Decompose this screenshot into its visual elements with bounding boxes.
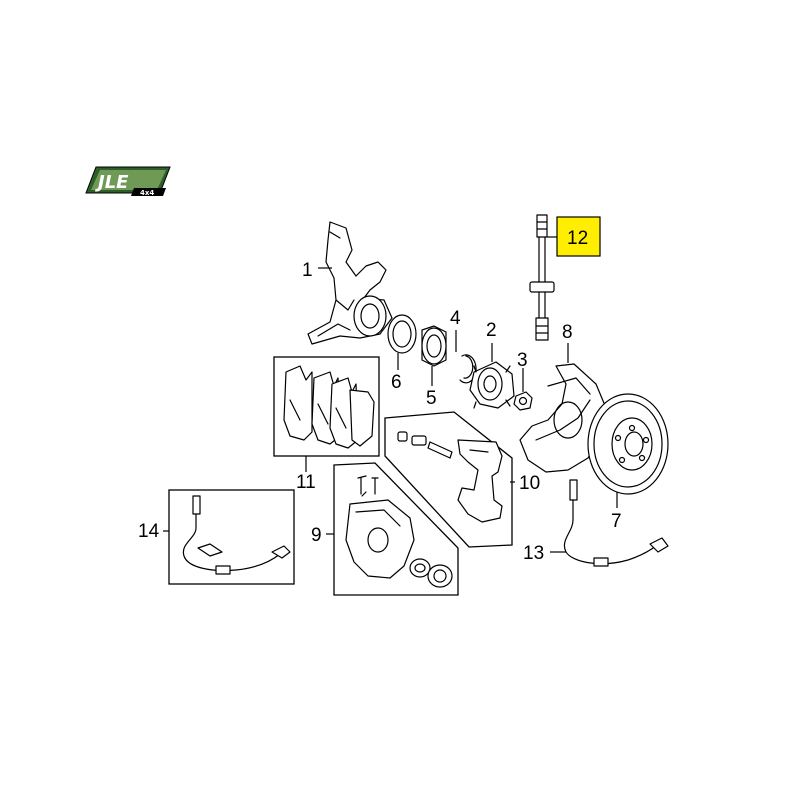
wheel-hub xyxy=(469,361,515,409)
brake-hose xyxy=(529,214,555,341)
brake-pads xyxy=(283,365,375,449)
callout-12-highlight xyxy=(556,216,601,257)
jle-logo: JLE 4x4 xyxy=(85,166,171,197)
brake-caliper xyxy=(345,475,453,588)
hub-seal xyxy=(387,314,417,354)
callout-13[interactable]: 13 xyxy=(523,543,544,564)
logo-subtext: 4x4 xyxy=(140,189,154,197)
callout-10[interactable]: 10 xyxy=(519,473,540,494)
callout-9[interactable]: 9 xyxy=(311,525,322,546)
caliper-bracket xyxy=(397,431,503,523)
callout-6[interactable]: 6 xyxy=(391,372,402,393)
splash-shield xyxy=(519,363,607,473)
sensor-box-left xyxy=(168,489,295,585)
callout-5[interactable]: 5 xyxy=(426,388,437,409)
callout-4[interactable]: 4 xyxy=(450,308,461,329)
wheel-bearing xyxy=(421,325,447,367)
hub-nut xyxy=(513,391,533,411)
logo-text: JLE xyxy=(95,172,129,193)
callout-11[interactable]: 11 xyxy=(296,472,316,493)
pads-box xyxy=(273,356,380,457)
callout-2[interactable]: 2 xyxy=(486,320,497,341)
callout-12[interactable]: 12 xyxy=(567,228,588,249)
callout-7[interactable]: 7 xyxy=(611,511,622,532)
steering-knuckle xyxy=(307,221,393,345)
callout-3[interactable]: 3 xyxy=(517,350,528,371)
wheel-speed-sensor-left xyxy=(182,495,291,575)
leader-lines xyxy=(163,236,618,553)
caliper-box xyxy=(333,462,459,596)
callout-8[interactable]: 8 xyxy=(562,322,573,343)
callout-1[interactable]: 1 xyxy=(302,260,313,281)
wheel-speed-sensor-right xyxy=(563,479,669,567)
bracket-box xyxy=(384,411,513,548)
callout-14[interactable]: 14 xyxy=(138,521,160,542)
brake-rotor xyxy=(587,393,669,495)
